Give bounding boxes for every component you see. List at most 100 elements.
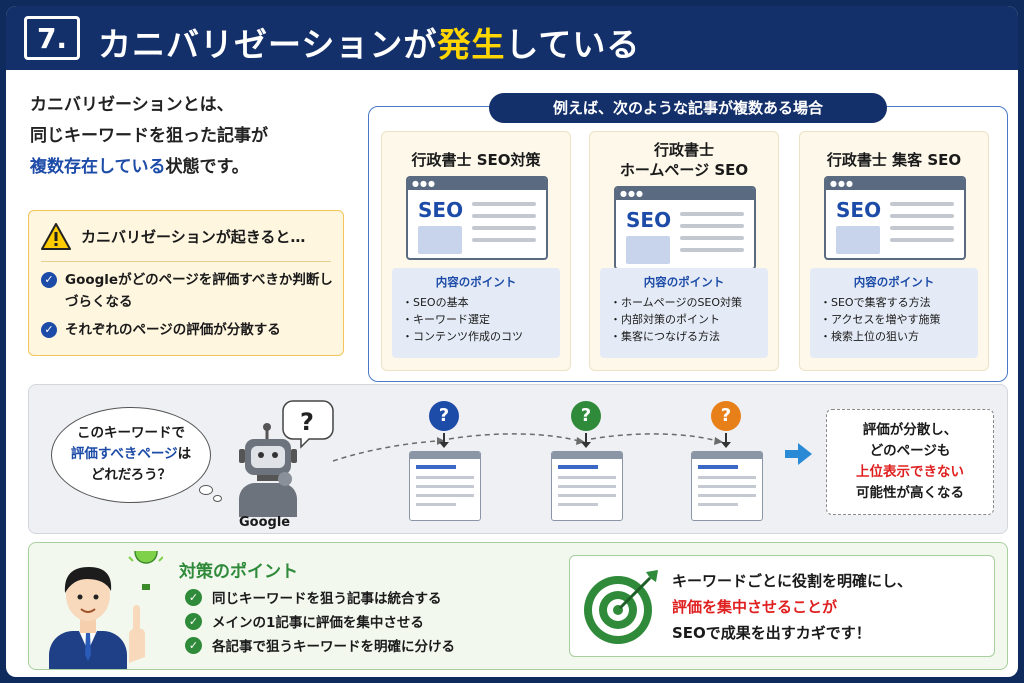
tip-item: ✓ 同じキーワードを狙う記事は統合する [185, 585, 455, 609]
article-card: 行政書士 SEO対策 ●●● SEO 内容のポイント ・SEOの基本 ・キーワー… [381, 131, 571, 371]
browser-mockup: ●●● SEO [614, 186, 756, 270]
thought-line: このキーワードで [77, 425, 185, 441]
intro-line-2: 同じキーワードを狙った記事が [30, 126, 268, 146]
check-icon: ✓ [185, 636, 202, 654]
tip-item: ✓ メインの1記事に評価を集中させる [185, 609, 455, 633]
key-message: キーワードごとに役割を明確にし、 評価を集中させることが SEOで成果を出すカギ… [672, 568, 912, 646]
points-box: 内容のポイント ・SEOで集客する方法 ・アクセスを増やす施策 ・検索上位の狙い… [810, 268, 978, 358]
tips-section: 対策のポイント ✓ 同じキーワードを狙う記事は統合する ✓ メインの1記事に評価を集… [28, 542, 1008, 670]
card-title-line: 行政書士 [653, 141, 714, 159]
search-result-page-icon [691, 451, 763, 521]
point-item: ・集客につなげる方法 [610, 330, 720, 343]
thought-line: どれだろう？ [90, 467, 172, 483]
browser-mockup: ●●● SEO [406, 176, 548, 260]
question-mark-icon: ? [711, 401, 741, 431]
warning-item-text: Googleがどのページを評価すべきか判断しづらくなる [65, 272, 333, 310]
window-dots-icon: ●●● [830, 179, 854, 188]
tip-item: ✓ 各記事で狙うキーワードを明確に分ける [185, 633, 455, 657]
image-placeholder-icon [626, 236, 670, 264]
check-icon: ✓ [41, 272, 57, 288]
result-highlight: 上位表示できない [856, 464, 964, 480]
tip-text: メインの1記事に評価を集中させる [212, 615, 424, 631]
points-heading: 内容のポイント [853, 275, 935, 289]
point-item: ・SEOで集客する方法 [820, 296, 931, 309]
thought-dot [213, 495, 222, 502]
thought-highlight: 評価すべきページ [70, 446, 178, 462]
seo-label: SEO [418, 198, 464, 222]
window-dots-icon: ●●● [620, 189, 644, 198]
warning-list: ✓ Googleがどのページを評価すべきか判断しづらくなる ✓ それぞれのページ… [41, 269, 337, 347]
right-arrow-icon [785, 443, 812, 465]
intro-line-1: カニバリゼーションとは、 [30, 95, 234, 115]
key-message-box: キーワードごとに役割を明確にし、 評価を集中させることが SEOで成果を出すカギ… [569, 555, 995, 657]
card-title-line: 行政書士 集客 SEO [826, 151, 962, 169]
target-icon [584, 570, 658, 644]
search-result-page-icon [551, 451, 623, 521]
thought-rest: は [177, 446, 192, 462]
intro-text: カニバリゼーションとは、 同じキーワードを狙った記事が 複数存在している状態です… [30, 90, 350, 183]
examples-banner: 例えば、次のような記事が複数ある場合 [489, 93, 887, 123]
result-line: 可能性が高くなる [856, 485, 964, 501]
google-label: Google [239, 515, 291, 530]
down-arrow-icon [439, 433, 449, 448]
warning-heading-text: カニバリゼーションが起きると… [81, 228, 306, 246]
intro-line-3: 複数存在している状態です。 [30, 152, 350, 183]
thought-line: 評価すべきページは [52, 444, 210, 465]
seo-label: SEO [836, 198, 882, 222]
card-title: 行政書士 集客 SEO [800, 150, 988, 170]
question-mark-icon: ? [429, 401, 459, 431]
warning-divider [41, 261, 331, 262]
businessman-icon [49, 551, 163, 669]
check-icon: ✓ [41, 322, 57, 338]
card-title-line: 行政書士 SEO対策 [411, 151, 541, 169]
point-item: ・SEOの基本 [402, 296, 469, 309]
intro-rest: 状態です。 [165, 157, 249, 177]
check-icon: ✓ [185, 612, 202, 630]
point-item: ・アクセスを増やす施策 [820, 313, 941, 326]
title-pre: カニバリゼーションが [98, 25, 438, 64]
image-placeholder-icon [418, 226, 462, 254]
infographic-frame: 7. カニバリゼーションが発生している カニバリゼーションとは、 同じキーワード… [6, 6, 1018, 677]
warning-item: ✓ それぞれのページの評価が分散する [41, 319, 337, 341]
card-title: 行政書士 ホームページ SEO [590, 140, 778, 180]
warning-icon [41, 223, 71, 250]
check-icon: ✓ [185, 588, 202, 606]
points-box: 内容のポイント ・ホームページのSEO対策 ・内部対策のポイント ・集客につなげ… [600, 268, 768, 358]
question-mark-icon: ? [571, 401, 601, 431]
result-box: 評価が分散し、 どのページも 上位表示できない 可能性が高くなる [826, 409, 994, 515]
google-flow-section: このキーワードで 評価すべきページは どれだろう？ ? Google [28, 384, 1008, 534]
key-line: SEOで成果を出すカギです！ [672, 624, 871, 642]
down-arrow-icon [581, 433, 591, 448]
window-dots-icon: ●●● [412, 179, 436, 188]
tip-text: 同じキーワードを狙う記事は統合する [212, 591, 442, 607]
points-box: 内容のポイント ・SEOの基本 ・キーワード選定 ・コンテンツ作成のコツ [392, 268, 560, 358]
card-title: 行政書士 SEO対策 [382, 150, 570, 170]
down-arrow-icon [721, 433, 731, 448]
result-line: どのページも [869, 443, 951, 459]
title-post: している [505, 25, 641, 64]
section-number: 7. [24, 16, 80, 60]
article-card: 行政書士 ホームページ SEO ●●● SEO 内容のポイント ・ホームページの… [589, 131, 779, 371]
robot-question-mark: ? [300, 408, 314, 436]
tip-text: 各記事で狙うキーワードを明確に分ける [212, 639, 455, 655]
page-title: カニバリゼーションが発生している [98, 18, 640, 66]
card-title-line: ホームページ SEO [619, 161, 749, 179]
key-line: キーワードごとに役割を明確にし、 [672, 572, 913, 590]
title-highlight: 発生 [437, 25, 506, 64]
thought-dot [199, 485, 213, 495]
point-item: ・コンテンツ作成のコツ [402, 330, 523, 343]
intro-highlight: 複数存在している [30, 157, 166, 177]
warning-heading: カニバリゼーションが起きると… [41, 223, 305, 250]
image-placeholder-icon [836, 226, 880, 254]
points-heading: 内容のポイント [435, 275, 517, 289]
warning-item-text: それぞれのページの評価が分散する [65, 322, 281, 338]
warning-item: ✓ Googleがどのページを評価すべきか判断しづらくなる [41, 269, 337, 313]
warning-box: カニバリゼーションが起きると… ✓ Googleがどのページを評価すべきか判断し… [28, 210, 344, 356]
points-heading: 内容のポイント [643, 275, 725, 289]
key-highlight: 評価を集中させることが [672, 598, 838, 616]
tips-title: 対策のポイント [179, 562, 298, 582]
thought-bubble: このキーワードで 評価すべきページは どれだろう？ [51, 407, 211, 503]
tips-list: ✓ 同じキーワードを狙う記事は統合する ✓ メインの1記事に評価を集中させる ✓ 各記… [185, 585, 455, 657]
point-item: ・ホームページのSEO対策 [610, 296, 743, 309]
result-line: 評価が分散し、 [862, 422, 958, 438]
